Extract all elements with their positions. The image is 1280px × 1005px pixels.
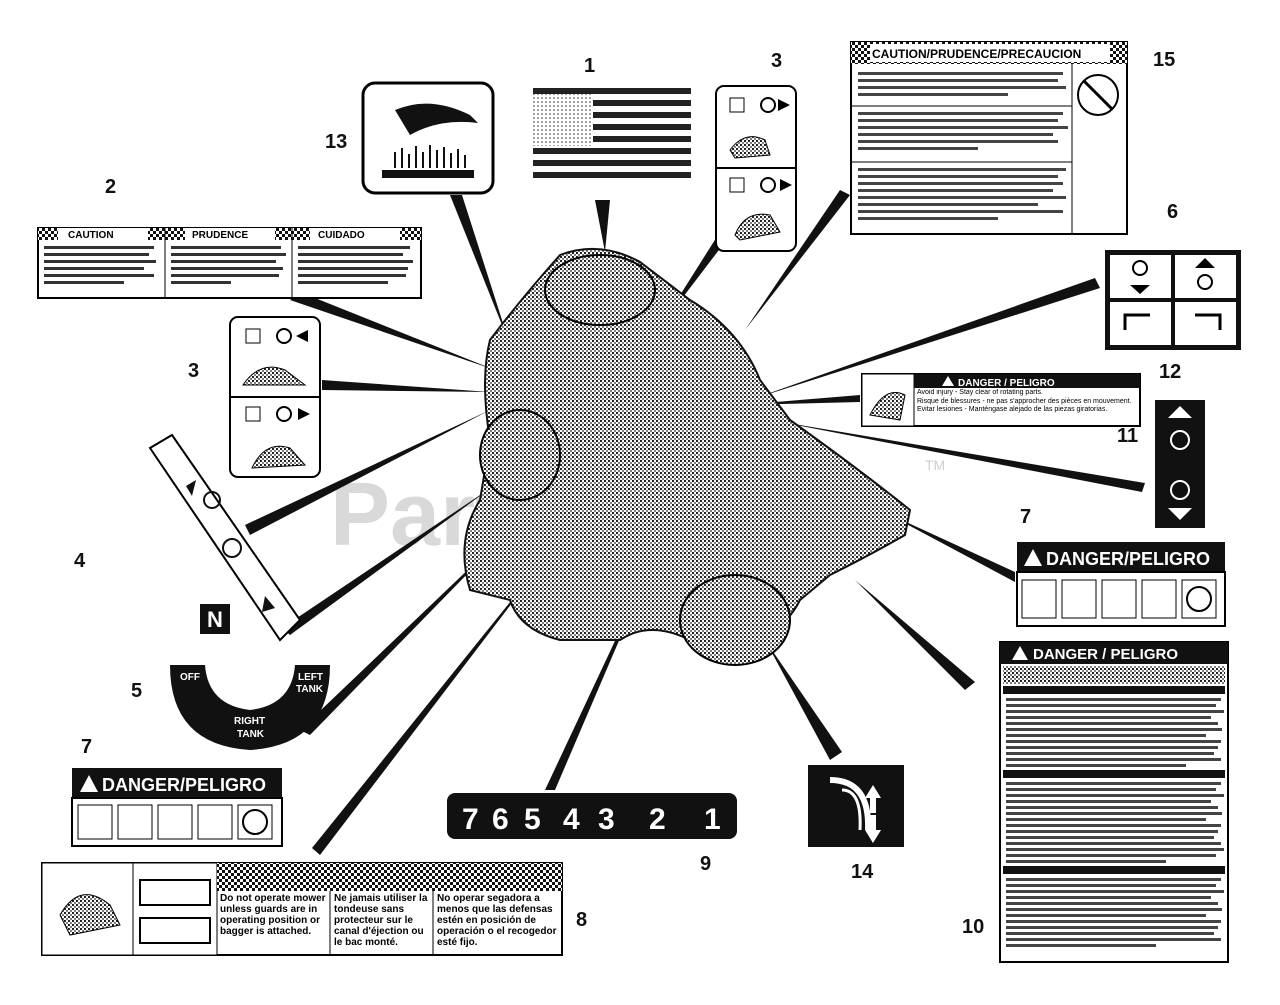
direction-strip-decal bbox=[148, 433, 302, 642]
leader-lines bbox=[245, 190, 1145, 855]
svg-text:3: 3 bbox=[598, 803, 615, 836]
height-number-strip: 7 6 5 4 3 2 1 bbox=[447, 793, 737, 839]
svg-text:DANGER / PELIGRO: DANGER / PELIGRO bbox=[958, 378, 1055, 389]
danger-decal-left: DANGER/PELIGRO bbox=[71, 768, 283, 847]
neutral-n-decal: N bbox=[200, 604, 230, 634]
svg-text:CAUTION/PRUDENCE/PRECAUCION: CAUTION/PRUDENCE/PRECAUCION bbox=[872, 47, 1081, 61]
hot-surface-decal bbox=[361, 81, 495, 195]
callout-15: 15 bbox=[1153, 49, 1175, 71]
svg-text:2: 2 bbox=[649, 803, 666, 836]
svg-text:N: N bbox=[207, 607, 223, 632]
callout-numbers: 1 2 3 3 4 5 6 7 7 8 9 10 11 12 13 14 15 bbox=[74, 49, 1181, 938]
svg-text:LEFT: LEFT bbox=[298, 672, 323, 683]
deck-lift-decal bbox=[808, 765, 904, 847]
svg-text:5: 5 bbox=[524, 803, 541, 836]
rotating-parts-danger-decal: DANGER / PELIGRO Avoid injury - Stay cle… bbox=[861, 373, 1141, 427]
callout-9: 9 bbox=[700, 853, 711, 875]
callout-6: 6 bbox=[1167, 201, 1178, 223]
callout-5: 5 bbox=[131, 680, 142, 702]
callout-4: 4 bbox=[74, 550, 86, 572]
svg-text:CAUTION: CAUTION bbox=[68, 230, 114, 241]
svg-text:DANGER / PELIGRO: DANGER / PELIGRO bbox=[1033, 646, 1178, 663]
fuel-caution-decal: CAUTION/PRUDENCE/PRECAUCION bbox=[850, 41, 1128, 235]
svg-text:DANGER/PELIGRO: DANGER/PELIGRO bbox=[1046, 549, 1210, 569]
callout-8: 8 bbox=[576, 909, 587, 931]
callout-14: 14 bbox=[851, 861, 874, 883]
danger-decal-right: DANGER/PELIGRO bbox=[1016, 542, 1226, 627]
hand-icon bbox=[395, 103, 478, 135]
caution-weight-decal: CAUTION PRUDENCE CUIDADO bbox=[37, 227, 422, 299]
rider-icon-2 bbox=[734, 213, 781, 241]
svg-text:7: 7 bbox=[462, 803, 479, 836]
motion-control-decal bbox=[1105, 250, 1241, 350]
svg-text:PRUDENCE: PRUDENCE bbox=[192, 230, 248, 241]
callout-7a: 7 bbox=[1020, 506, 1031, 528]
callout-3a: 3 bbox=[771, 50, 782, 72]
callout-1: 1 bbox=[584, 55, 595, 77]
callout-13: 13 bbox=[325, 131, 347, 153]
svg-text:6: 6 bbox=[492, 803, 509, 836]
rider-icon bbox=[729, 136, 771, 159]
svg-text:TM: TM bbox=[925, 457, 945, 473]
guard-warning-decal: Do not operate mower unless guards are i… bbox=[41, 862, 563, 956]
svg-text:DANGER/PELIGRO: DANGER/PELIGRO bbox=[102, 775, 266, 795]
svg-text:OFF: OFF bbox=[180, 672, 200, 683]
svg-text:CUIDADO: CUIDADO bbox=[318, 230, 365, 241]
park-brake-decal bbox=[1155, 400, 1205, 528]
fuel-tank-selector-decal: OFF LEFT TANK RIGHT TANK bbox=[170, 665, 330, 750]
flag-decal bbox=[533, 88, 691, 178]
svg-text:TANK: TANK bbox=[296, 684, 324, 695]
svg-text:1: 1 bbox=[704, 803, 721, 836]
callout-2: 2 bbox=[105, 176, 116, 198]
svg-text:4: 4 bbox=[563, 803, 580, 836]
operator-danger-decal: DANGER / PELIGRO bbox=[999, 641, 1229, 963]
svg-text:TANK: TANK bbox=[237, 729, 265, 740]
callout-11: 11 bbox=[1117, 425, 1138, 447]
svg-text:RIGHT: RIGHT bbox=[234, 716, 265, 727]
callout-12: 12 bbox=[1159, 361, 1181, 383]
callout-10: 10 bbox=[962, 916, 984, 938]
fuel-valve-decal-top bbox=[715, 85, 797, 252]
callout-3b: 3 bbox=[188, 360, 199, 382]
fuel-valve-decal-left bbox=[229, 316, 321, 478]
callout-7b: 7 bbox=[81, 736, 92, 758]
mower-illustration bbox=[463, 247, 912, 666]
